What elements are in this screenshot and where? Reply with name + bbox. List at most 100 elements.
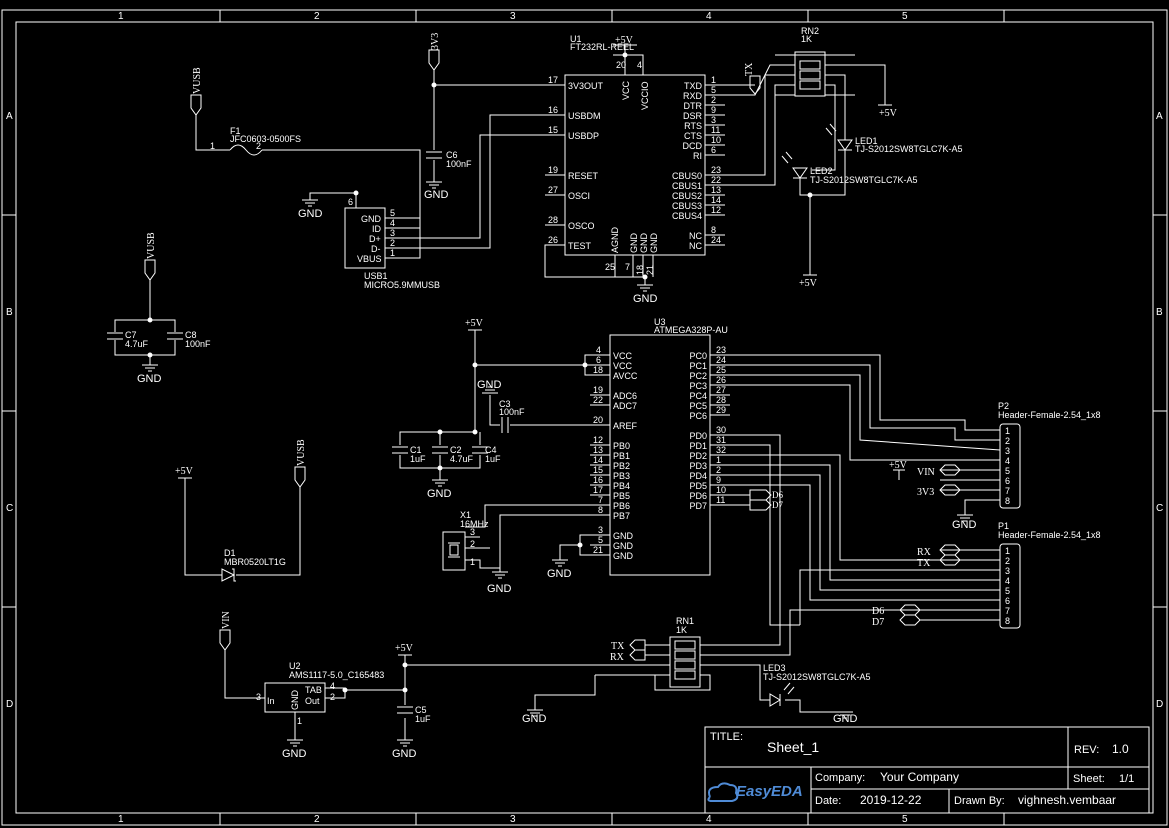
u1-pin-num: 17 xyxy=(548,75,558,85)
u3-pin-num: 17 xyxy=(593,485,603,495)
usb1-pin-num: 3 xyxy=(390,228,395,238)
p2-pin: 1 xyxy=(1005,426,1010,436)
usb1-pin-num: 1 xyxy=(390,248,395,258)
u3-pin-name: PB0 xyxy=(613,441,630,451)
usb1-pin-name: ID xyxy=(372,224,382,234)
row-label: D xyxy=(6,699,13,710)
c3-capacitor xyxy=(501,417,509,433)
rn1-ref: RN1 xyxy=(676,616,694,626)
u3-pin-name: PC3 xyxy=(689,381,707,391)
net-label-3v3: 3V3 xyxy=(430,33,441,50)
p1-value: Header-Female-2.54_1x8 xyxy=(998,530,1101,540)
p2-value: Header-Female-2.54_1x8 xyxy=(998,410,1101,420)
u3-pin-name: PC2 xyxy=(689,371,707,381)
u3-pin-name: PD3 xyxy=(689,461,707,471)
u1-pin-num: 5 xyxy=(711,85,716,95)
usb1-pin-name: VBUS xyxy=(357,254,382,264)
u3-pin-name: VCC xyxy=(613,361,633,371)
u3-pin-num: 2 xyxy=(716,465,721,475)
x1-crystal xyxy=(442,531,480,571)
rn1-resistor-network xyxy=(669,636,701,688)
u3-pin-num: 11 xyxy=(716,495,725,505)
net-label-3v3: 3V3 xyxy=(917,487,934,498)
col-label: 2 xyxy=(314,11,320,22)
u2-pin-num: 1 xyxy=(297,716,302,726)
u1-pin-name: DSR xyxy=(683,111,703,121)
ground-label: GND xyxy=(522,713,547,725)
u1-pin-num: 25 xyxy=(605,262,615,272)
title-block xyxy=(704,726,1150,814)
ground-label: GND xyxy=(282,748,307,760)
u1-pin-name: CBUS4 xyxy=(672,211,702,221)
c6-ref: C6 xyxy=(446,150,458,160)
u2-pin-name: GND xyxy=(290,690,300,711)
led3-ref: LED3 xyxy=(763,663,786,673)
u1-pin-num: 11 xyxy=(711,125,720,135)
c2-ref: C2 xyxy=(450,445,462,455)
col-label: 3 xyxy=(510,11,516,22)
net-label-vusb: VUSB xyxy=(296,439,307,466)
row-label: C xyxy=(1156,503,1163,514)
p2-pin: 2 xyxy=(1005,436,1010,446)
u1-pin-name: RI xyxy=(693,151,702,161)
u3-pin-name: PC0 xyxy=(689,351,707,361)
u1-pin-name: RXD xyxy=(683,91,703,101)
c7-ref: C7 xyxy=(125,330,137,340)
u3-pin-name: PC5 xyxy=(689,401,707,411)
u1-pin-num: 27 xyxy=(548,185,558,195)
usb1-pin-num: 4 xyxy=(390,218,395,228)
p2-pin: 7 xyxy=(1005,486,1010,496)
p1-pin: 6 xyxy=(1005,596,1010,606)
u1-pin-num: 1 xyxy=(711,75,716,85)
p2-pin: 5 xyxy=(1005,466,1010,476)
u3-value: ATMEGA328P-AU xyxy=(654,325,728,335)
led1-icon xyxy=(825,123,853,151)
u1-ft232rl xyxy=(545,55,725,275)
u3-pin-name: PC4 xyxy=(689,391,707,401)
p1-pin: 4 xyxy=(1005,576,1010,586)
net-flag-rx xyxy=(629,649,646,661)
u1-pin-num: 10 xyxy=(711,135,721,145)
net-label-tx: TX xyxy=(744,62,755,76)
u1-pin-num: 28 xyxy=(548,215,558,225)
u3-pin-num: 28 xyxy=(716,395,726,405)
u1-pin-name: NC xyxy=(689,231,702,241)
d1-schottky-diode xyxy=(221,568,236,582)
c5-capacitor xyxy=(397,706,413,714)
u3-pin-num: 26 xyxy=(716,375,726,385)
p2-pin: 3 xyxy=(1005,446,1010,456)
d1-value: MBR0520LT1G xyxy=(224,557,286,567)
c4-ref: C4 xyxy=(485,445,497,455)
x1-pin-num: 2 xyxy=(470,539,475,549)
x1-ref: X1 xyxy=(460,510,471,520)
row-label: B xyxy=(1156,307,1163,318)
usb1-pin-name: D+ xyxy=(369,234,381,244)
u1-pin-num: 19 xyxy=(548,165,558,175)
u2-pin-num: 3 xyxy=(256,692,261,702)
u3-pin-name: PD7 xyxy=(689,501,707,511)
u3-pin-num: 20 xyxy=(593,415,603,425)
c1-capacitor xyxy=(392,446,408,454)
u1-pin-num: 23 xyxy=(711,165,721,175)
c8-capacitor xyxy=(167,332,183,340)
c8-ref: C8 xyxy=(185,330,197,340)
p1-pin: 3 xyxy=(1005,566,1010,576)
u1-ref: U1 xyxy=(570,34,582,44)
u3-pin-name: ADC6 xyxy=(613,391,637,401)
u3-pin-num: 9 xyxy=(716,475,721,485)
x1-pin-num: 3 xyxy=(470,527,475,537)
u3-pin-name: PC1 xyxy=(689,361,707,371)
u3-pin-num: 22 xyxy=(593,395,603,405)
u1-pin-num: 24 xyxy=(711,235,721,245)
usb1-pin-name: GND xyxy=(361,214,382,224)
company-value: Your Company xyxy=(880,770,959,784)
u1-pin-name: DCD xyxy=(683,141,703,151)
u3-pin-name: VCC xyxy=(613,351,633,361)
u1-pin-num: 16 xyxy=(548,105,558,115)
u1-pin-name: RTS xyxy=(684,121,702,131)
u1-pin-num: 12 xyxy=(711,205,721,215)
d1-ref: D1 xyxy=(224,548,236,558)
u1-pin-name: CTS xyxy=(684,131,702,141)
ground-label: GND xyxy=(547,568,572,580)
u3-pin-name: AREF xyxy=(613,421,638,431)
